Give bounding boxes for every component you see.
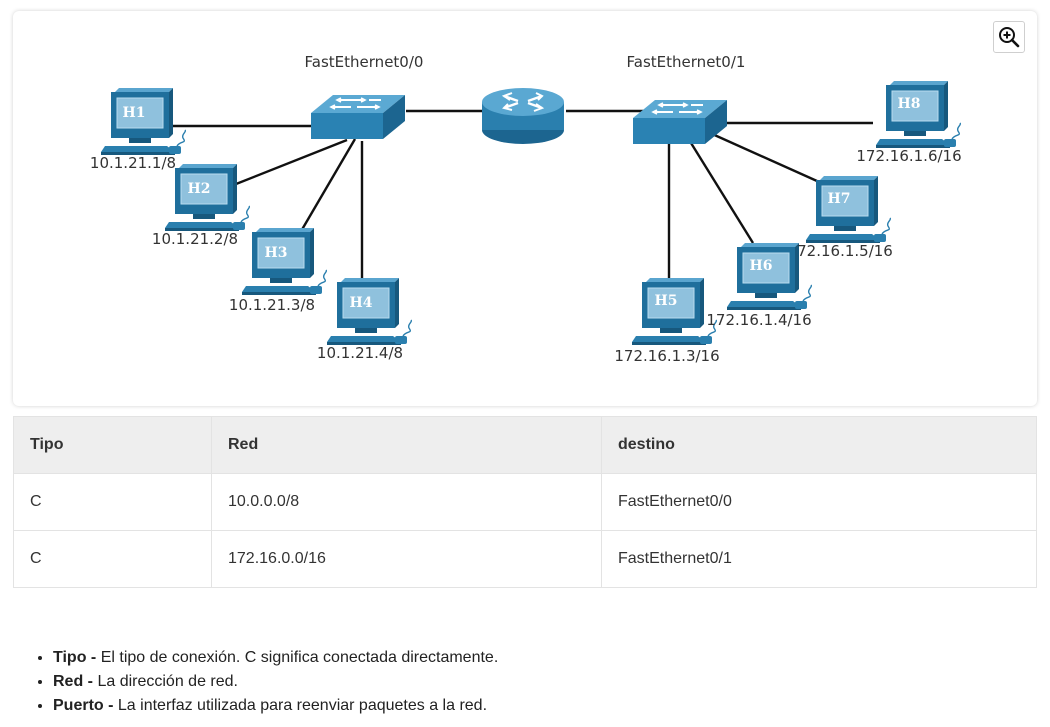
- pc-h7-icon: H7: [805, 175, 892, 244]
- switch-left-icon: [310, 94, 406, 140]
- pc-h2-icon: H2: [164, 163, 251, 232]
- ip-label-h7: 72.16.1.5/16: [797, 242, 893, 260]
- table-cell-red: 10.0.0.0/8: [211, 473, 602, 531]
- pc-h8-icon: H8: [875, 80, 962, 149]
- ip-label-h4: 10.1.21.4/8: [317, 344, 403, 362]
- pc-h1-icon: H1: [100, 87, 187, 156]
- pc-h6-icon: H6: [726, 242, 813, 311]
- svg-text:H1: H1: [123, 105, 146, 121]
- table-cell-tipo: C: [13, 530, 212, 588]
- ip-label-h2: 10.1.21.2/8: [152, 230, 238, 248]
- svg-text:H3: H3: [265, 245, 288, 261]
- network-diagram: H1 H2 H3 H4 H5 H6 H7 H8 FastEthernet0/0 …: [90, 53, 962, 365]
- pc-h5-icon: H5: [631, 277, 718, 346]
- legend-term: Tipo -: [53, 649, 97, 666]
- ip-label-h5: 172.16.1.3/16: [614, 347, 719, 365]
- column-header-red: Red: [211, 416, 602, 474]
- zoom-in-icon: [999, 27, 1020, 48]
- svg-text:H7: H7: [828, 191, 851, 207]
- column-header-tipo: Tipo: [13, 416, 212, 474]
- router-icon: [480, 86, 566, 146]
- table-row: C 10.0.0.0/8 FastEthernet0/0: [13, 473, 1037, 531]
- svg-text:H5: H5: [655, 293, 678, 309]
- table-cell-destino: FastEthernet0/0: [601, 473, 1037, 531]
- zoom-in-button[interactable]: [993, 21, 1025, 53]
- legend-desc: El tipo de conexión. C significa conecta…: [96, 649, 499, 666]
- table-row: C 172.16.0.0/16 FastEthernet0/1: [13, 530, 1037, 588]
- table-cell-red: 172.16.0.0/16: [211, 530, 602, 588]
- pc-h3-icon: H3: [241, 227, 328, 296]
- legend-term: Red -: [53, 673, 93, 690]
- pc-h4-icon: H4: [326, 277, 413, 346]
- ip-label-h6: 172.16.1.4/16: [706, 311, 811, 329]
- list-item: Puerto - La interfaz utilizada para reen…: [53, 694, 498, 718]
- interface-label-fa01: FastEthernet0/1: [627, 53, 746, 71]
- legend-desc: La dirección de red.: [93, 673, 238, 690]
- svg-text:H2: H2: [188, 181, 211, 197]
- svg-text:H6: H6: [750, 258, 773, 274]
- list-item: Red - La dirección de red.: [53, 670, 498, 694]
- ip-label-h8: 172.16.1.6/16: [856, 147, 961, 165]
- table-cell-tipo: C: [13, 473, 212, 531]
- interface-label-fa00: FastEthernet0/0: [305, 53, 424, 71]
- legend-desc: La interfaz utilizada para reenviar paqu…: [113, 697, 488, 714]
- table-cell-destino: FastEthernet0/1: [601, 530, 1037, 588]
- topology-card: H1 H2 H3 H4 H5 H6 H7 H8 FastEthernet0/0 …: [13, 11, 1037, 406]
- column-header-destino: destino: [601, 416, 1037, 474]
- table-header-row: Tipo Red destino: [13, 416, 1037, 474]
- legend-term: Puerto -: [53, 697, 114, 714]
- routing-table: Tipo Red destino C 10.0.0.0/8 FastEthern…: [13, 416, 1037, 588]
- legend-list: Tipo - El tipo de conexión. C significa …: [53, 646, 498, 718]
- ip-label-h3: 10.1.21.3/8: [229, 296, 315, 314]
- list-item: Tipo - El tipo de conexión. C significa …: [53, 646, 498, 670]
- links: [168, 109, 873, 281]
- switch-right-icon: [632, 99, 728, 145]
- ip-label-h1: 10.1.21.1/8: [90, 154, 176, 172]
- svg-text:H4: H4: [350, 295, 373, 311]
- svg-text:H8: H8: [898, 96, 921, 112]
